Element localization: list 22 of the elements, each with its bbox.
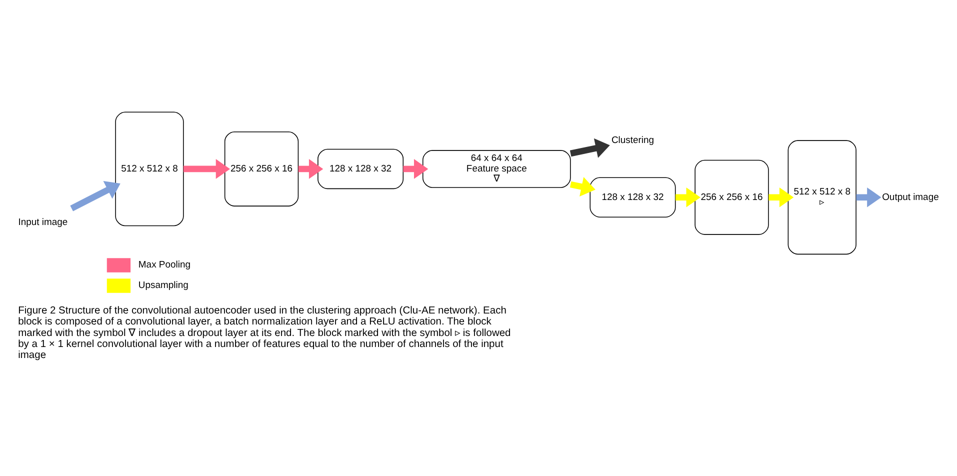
node-box: 256 x 256 x 16 [694, 160, 769, 235]
arrow [768, 187, 794, 208]
arrow [856, 187, 882, 208]
legend-label: Upsampling [138, 280, 188, 292]
arrow [570, 177, 596, 196]
node-box: 256 x 256 x 16 [224, 131, 299, 206]
arrow [298, 159, 324, 179]
node-box: 64 x 64 x 64 Feature space ∇ [422, 150, 571, 188]
node-text: Clustering [611, 135, 654, 146]
node-box: 128 x 128 x 32 [318, 148, 404, 190]
arrow [570, 138, 610, 158]
node-box: 512 x 512 x 8 [115, 112, 184, 226]
arrow [403, 159, 428, 179]
arrow [183, 159, 230, 179]
arrow [675, 187, 700, 208]
arrow [70, 181, 120, 212]
node-text: Output image [882, 192, 939, 203]
legend-label: Max Pooling [138, 260, 190, 271]
node-box: 128 x 128 x 32 [590, 177, 676, 218]
caption: Figure 2 Structure of the convolutional autoencoder used in the clustering approach (Clu-AE network). Each block is composed of a convolutional layer, a batch normalization layer and a ReLU activation. The block marked with the symbol ∇ includes a dropout layer at its end. The block marked with the symbol ▹ is followed by a 1 × 1 kernel convolutional layer with a number of features equal to the number of channels of the input image [18, 306, 511, 361]
node-box: 512 x 512 x 8 ▹ [788, 140, 856, 255]
node-text: Input image [18, 217, 68, 228]
